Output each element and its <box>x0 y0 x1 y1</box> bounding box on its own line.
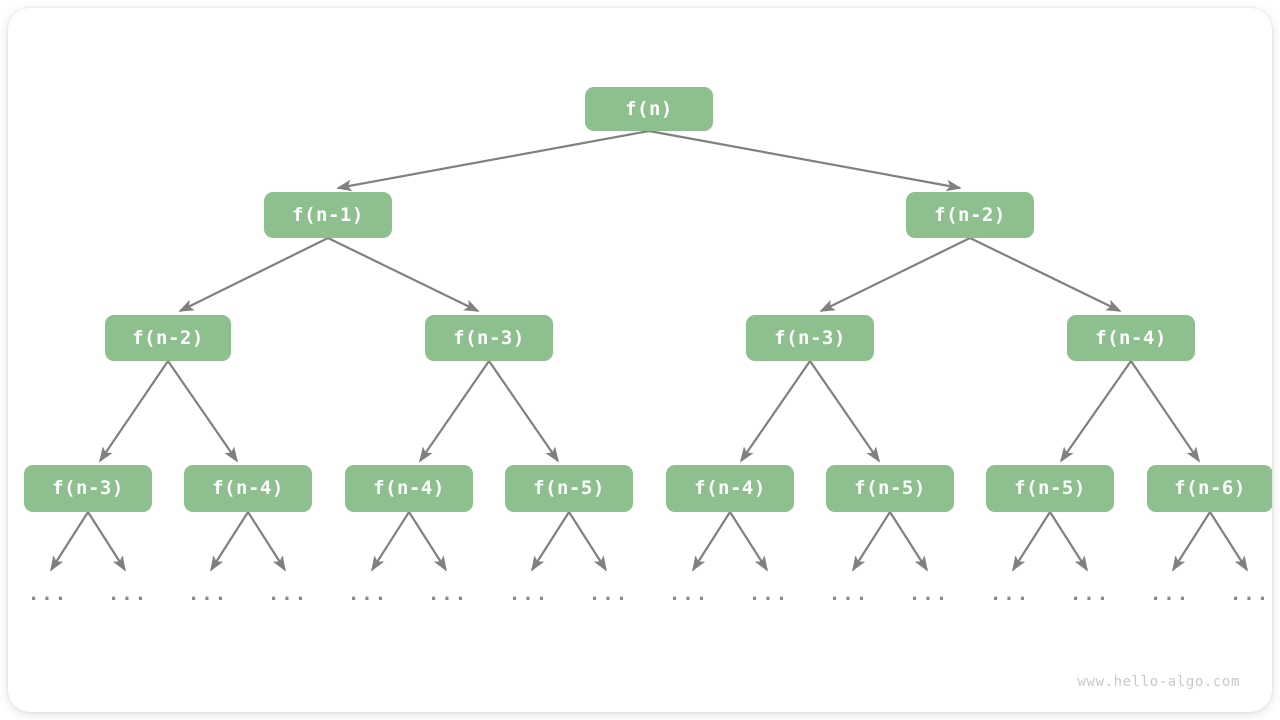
tree-edge-n10-to-e8 <box>568 511 607 572</box>
tree-node-n13[interactable]: f(n-5) <box>986 464 1114 512</box>
ellipsis-e5: ... <box>347 583 389 605</box>
tree-edge-n7-to-e2 <box>87 511 126 572</box>
ellipsis-e10: ... <box>748 583 790 605</box>
tree-edge-n2-to-n6 <box>969 237 1122 312</box>
tree-edge-n8-to-e4 <box>247 511 286 572</box>
tree-edge-n6-to-n13 <box>1059 360 1132 463</box>
ellipsis-e2: ... <box>107 583 149 605</box>
ellipsis-e4: ... <box>267 583 309 605</box>
tree-edge-n9-to-e5 <box>371 511 410 572</box>
tree-edge-n0-to-n2 <box>648 129 962 192</box>
tree-edge-n12-to-e12 <box>889 511 928 572</box>
ellipsis-e14: ... <box>1069 583 1111 605</box>
tree-edge-n14-to-e16 <box>1209 511 1248 572</box>
tree-node-n7[interactable]: f(n-3) <box>24 464 152 512</box>
ellipsis-e1: ... <box>27 583 69 605</box>
diagram-card: f(n) f(n-1) f(n-2) f(n-2) f(n-3) f(n-3) f(n-4)… <box>8 8 1272 712</box>
tree-edge-n0-to-n1 <box>336 129 650 192</box>
tree-node-n2[interactable]: f(n-2) <box>906 192 1034 238</box>
ellipsis-e8: ... <box>588 583 630 605</box>
watermark: www.hello-algo.com <box>1077 674 1240 690</box>
tree-node-n5[interactable]: f(n-3) <box>746 315 874 361</box>
ellipsis-e16: ... <box>1229 583 1271 605</box>
tree-edge-n3-to-n8 <box>167 360 238 463</box>
tree-edge-n4-to-n9 <box>419 360 490 463</box>
tree-edge-n7-to-e1 <box>50 511 89 572</box>
tree-edge-n14-to-e15 <box>1172 511 1211 572</box>
tree-node-n3[interactable]: f(n-2) <box>105 315 231 361</box>
tree-edge-n11-to-e9 <box>692 511 731 572</box>
tree-edge-n8-to-e3 <box>210 511 249 572</box>
tree-edge-n12-to-e11 <box>852 511 891 572</box>
tree-edge-n13-to-e13 <box>1012 511 1051 572</box>
tree-edge-n13-to-e14 <box>1049 511 1088 572</box>
tree-node-n6[interactable]: f(n-4) <box>1067 315 1195 361</box>
tree-node-n8[interactable]: f(n-4) <box>184 464 312 512</box>
ellipsis-e7: ... <box>508 583 550 605</box>
ellipsis-e6: ... <box>427 583 469 605</box>
tree-node-n12[interactable]: f(n-5) <box>826 464 954 512</box>
tree-node-n1[interactable]: f(n-1) <box>264 192 392 238</box>
ellipsis-e15: ... <box>1149 583 1191 605</box>
tree-node-n0[interactable]: f(n) <box>585 87 713 131</box>
tree-edge-n10-to-e7 <box>531 511 570 572</box>
tree-node-n11[interactable]: f(n-4) <box>666 464 794 512</box>
tree-edge-n1-to-n3 <box>178 237 329 312</box>
tree-edge-n3-to-n7 <box>99 360 169 463</box>
tree-edge-n2-to-n5 <box>819 237 971 312</box>
tree-node-n10[interactable]: f(n-5) <box>505 464 633 512</box>
ellipsis-e13: ... <box>989 583 1031 605</box>
tree-edge-n5-to-n11 <box>740 360 811 463</box>
tree-edge-n9-to-e6 <box>408 511 447 572</box>
tree-edge-n1-to-n4 <box>327 237 480 312</box>
ellipsis-e11: ... <box>828 583 870 605</box>
tree-node-n4[interactable]: f(n-3) <box>425 315 553 361</box>
ellipsis-e3: ... <box>187 583 229 605</box>
ellipsis-e12: ... <box>908 583 950 605</box>
tree-edge-n11-to-e10 <box>729 511 768 572</box>
tree-node-n14[interactable]: f(n-6) <box>1147 464 1272 512</box>
tree-edge-n5-to-n12 <box>809 360 880 463</box>
tree-edge-n6-to-n14 <box>1130 360 1200 463</box>
ellipsis-e9: ... <box>668 583 710 605</box>
tree-node-n9[interactable]: f(n-4) <box>345 464 473 512</box>
tree-edge-n4-to-n10 <box>488 360 559 463</box>
